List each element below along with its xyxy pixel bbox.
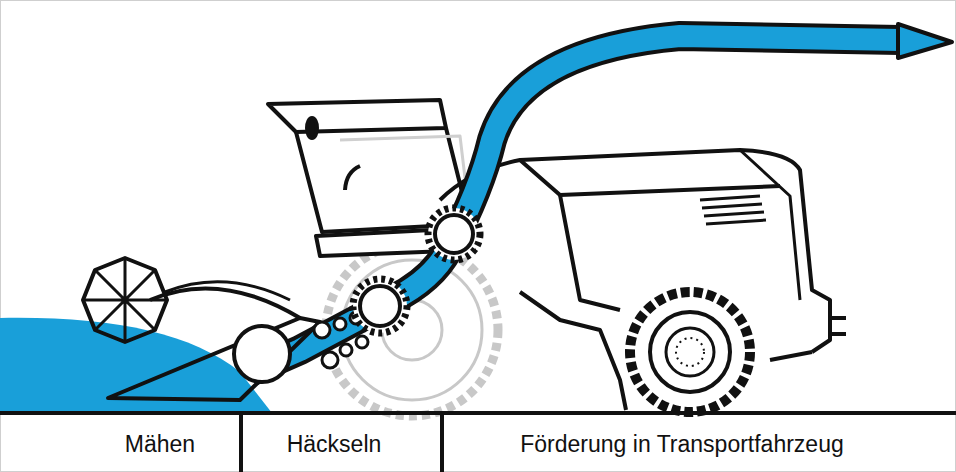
- hood-line: [520, 160, 780, 195]
- reel-spokes: [83, 258, 167, 342]
- blower: [428, 208, 480, 260]
- rear-bolts: [676, 338, 704, 366]
- body-side: [560, 195, 620, 310]
- steering-wheel: [345, 166, 360, 190]
- crop-flow-outline: [250, 36, 900, 372]
- intake-roller: [234, 326, 290, 382]
- rear-rim: [650, 312, 730, 392]
- feed-roller: [356, 336, 368, 348]
- chopper-drum: [353, 279, 407, 333]
- rear-hub: [666, 328, 714, 376]
- stage-label: Häckseln: [250, 431, 418, 458]
- chassis-line: [520, 292, 626, 410]
- cab-window: [340, 136, 470, 220]
- engine-hood: [440, 150, 830, 352]
- stage-label: Mähen: [60, 431, 260, 458]
- cell-divider: [440, 413, 444, 472]
- ground-line: [0, 411, 956, 415]
- cab-roof: [268, 100, 446, 132]
- cell-divider: [239, 413, 243, 472]
- steering-axle-wheel: [630, 292, 750, 412]
- header: [83, 258, 320, 400]
- crop-flow: [250, 36, 900, 372]
- reel-arm-inner: [165, 282, 290, 300]
- fender: [770, 352, 812, 360]
- cab: [268, 100, 474, 256]
- engine-grille: [700, 196, 766, 224]
- flow-arrowhead: [898, 24, 952, 58]
- rear-tyre: [630, 292, 750, 412]
- blower-core: [435, 215, 473, 253]
- feed-roller: [314, 322, 330, 338]
- feed-roller: [322, 352, 338, 368]
- chopper-core: [360, 286, 400, 326]
- cab-mirror: [307, 118, 317, 138]
- reel: [83, 258, 167, 342]
- rear-hitch: [830, 318, 846, 334]
- feed-roller: [334, 318, 346, 330]
- chopper-teeth: [353, 279, 407, 333]
- header-frame: [108, 318, 320, 400]
- feed-roller: [340, 344, 352, 356]
- blower-teeth: [428, 208, 480, 260]
- rear-panel: [740, 150, 800, 300]
- stage-label: Förderung in Transportfahrzeug: [452, 431, 912, 458]
